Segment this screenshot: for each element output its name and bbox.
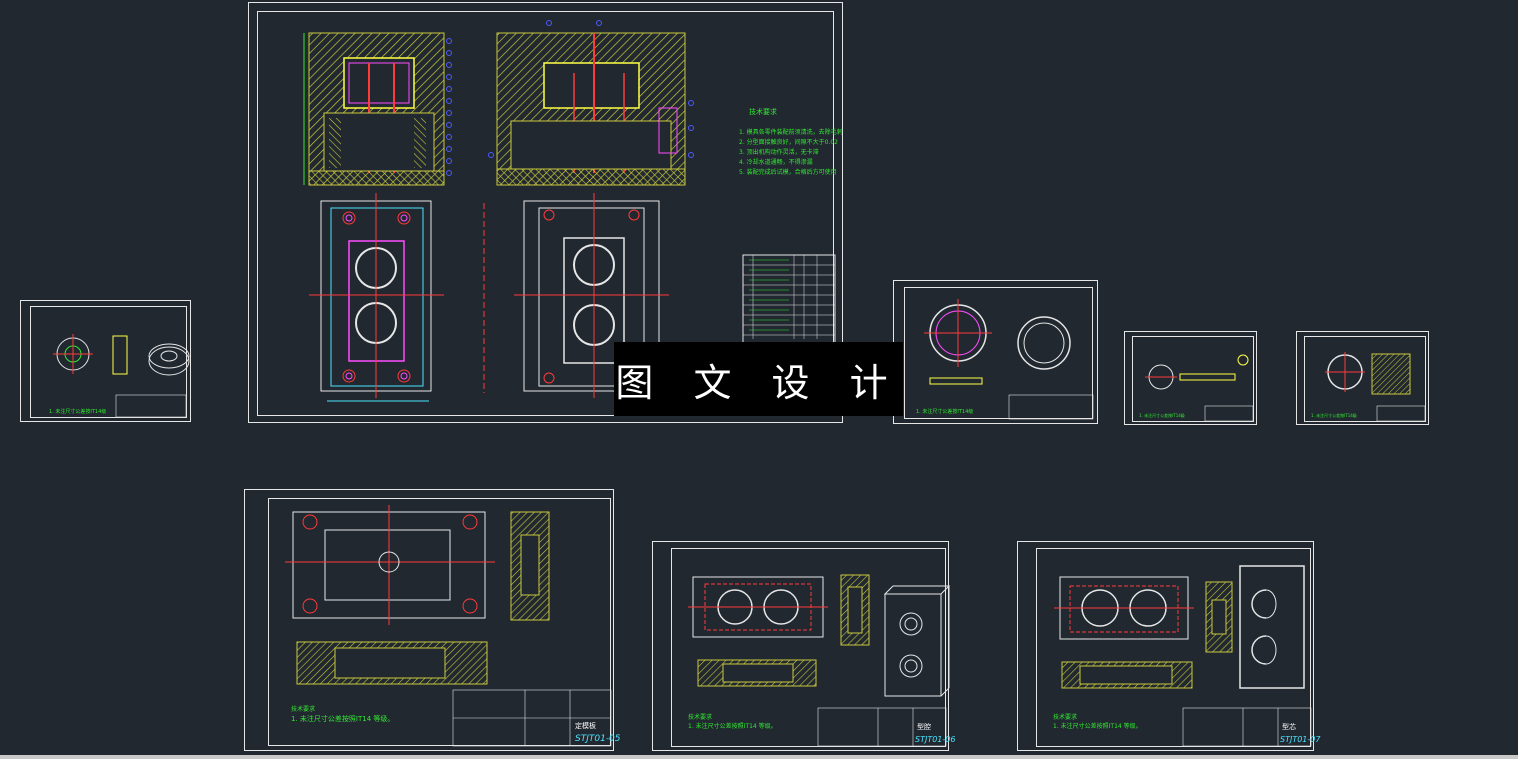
- core-notes-title: 技术要求: [1053, 714, 1078, 721]
- assembly-note-1: 1. 模具各零件装配前须清洗，去除毛刺: [739, 129, 843, 136]
- assembly-notes-title: 技术要求: [749, 108, 777, 116]
- assembly-note-2: 2. 分型面接触良好，间隙不大于0.02: [739, 139, 838, 146]
- cavity-notes-title: 技术要求: [688, 714, 713, 721]
- core-sheet-bottom-right[interactable]: 技术要求 1. 未注尺寸公差按照IT14 等级。 型芯 STJT01-07: [1017, 541, 1320, 751]
- part-sheet-mid-2[interactable]: 1. 未注尺寸公差按IT14级: [1124, 331, 1257, 425]
- plate-drawing: [285, 505, 612, 747]
- core-drawing: [1054, 565, 1312, 747]
- plate-sheet-bottom-left[interactable]: 技术要求 1. 未注尺寸公差按照IT14 等级。 定模板 STJT01-05: [244, 489, 621, 751]
- assembly-drawing: [303, 20, 836, 408]
- cavity-sheet-bottom-mid[interactable]: 技术要求 1. 未注尺寸公差按照IT14 等级。 型腔 STJT01-06: [652, 541, 955, 751]
- part-sheet-mid-2-inner: [1132, 336, 1254, 422]
- cavity-title-label: 型腔: [917, 723, 931, 731]
- horizontal-scrollbar[interactable]: [0, 755, 1518, 759]
- left-plan-view: [309, 193, 444, 398]
- cavity-note: 1. 未注尺寸公差按照IT14 等级。: [688, 723, 777, 730]
- part-mid-1-note: 1. 未注尺寸公差按IT14级: [916, 409, 974, 415]
- part-sheet-mid-1[interactable]: 1. 未注尺寸公差按IT14级: [893, 280, 1098, 424]
- part-left-note: 1. 未注尺寸公差按IT14级: [49, 409, 107, 415]
- plate-drawing-number: STJT01-05: [575, 734, 621, 744]
- part-mid-2-drawing: [1145, 354, 1254, 422]
- assembly-note-4: 4. 冷却水道通畅，不得渗漏: [739, 159, 813, 166]
- part-sheet-left[interactable]: 1. 未注尺寸公差按IT14级: [20, 300, 191, 422]
- assembly-note-5: 5. 装配完成后试模，合格后方可使用: [739, 169, 837, 176]
- right-plan-view: [483, 193, 669, 398]
- watermark-banner: 图 文 设 计: [614, 342, 903, 416]
- part-sheet-mid-3[interactable]: 1. 未注尺寸公差按IT14级: [1296, 331, 1429, 425]
- plate-notes-title: 技术要求: [291, 706, 316, 713]
- cavity-drawing: [688, 574, 950, 747]
- core-sheet-inner: [1036, 548, 1311, 747]
- plate-note: 1. 未注尺寸公差按照IT14 等级。: [291, 715, 395, 723]
- core-drawing-number: STJT01-07: [1280, 735, 1321, 744]
- part-sheet-mid-1-inner: [904, 287, 1093, 419]
- part-mid-2-note: 1. 未注尺寸公差按IT14级: [1139, 413, 1185, 418]
- plate-sheet-inner: [268, 498, 611, 746]
- left-section-view: [303, 32, 452, 186]
- cavity-sheet-inner: [671, 548, 946, 747]
- core-title-label: 型芯: [1282, 723, 1296, 731]
- part-sheet-mid-3-inner: [1304, 336, 1426, 422]
- assembly-note-3: 3. 顶出机构动作灵活，无卡滞: [739, 149, 819, 156]
- main-assembly-sheet[interactable]: 技术要求 1. 模具各零件装配前须清洗，去除毛刺 2. 分型面接触良好，间隙不大…: [248, 2, 843, 423]
- core-note: 1. 未注尺寸公差按照IT14 等级。: [1053, 723, 1142, 730]
- part-mid-1-drawing: [924, 299, 1094, 420]
- plate-title-label: 定模板: [575, 722, 596, 730]
- part-left-drawing: [53, 334, 190, 418]
- main-sheet-inner-border: [257, 11, 834, 416]
- part-mid-3-note: 1. 未注尺寸公差按IT14级: [1311, 413, 1357, 418]
- part-mid-3-drawing: [1325, 352, 1426, 422]
- cavity-drawing-number: STJT01-06: [915, 735, 956, 744]
- right-section-view: [488, 20, 694, 186]
